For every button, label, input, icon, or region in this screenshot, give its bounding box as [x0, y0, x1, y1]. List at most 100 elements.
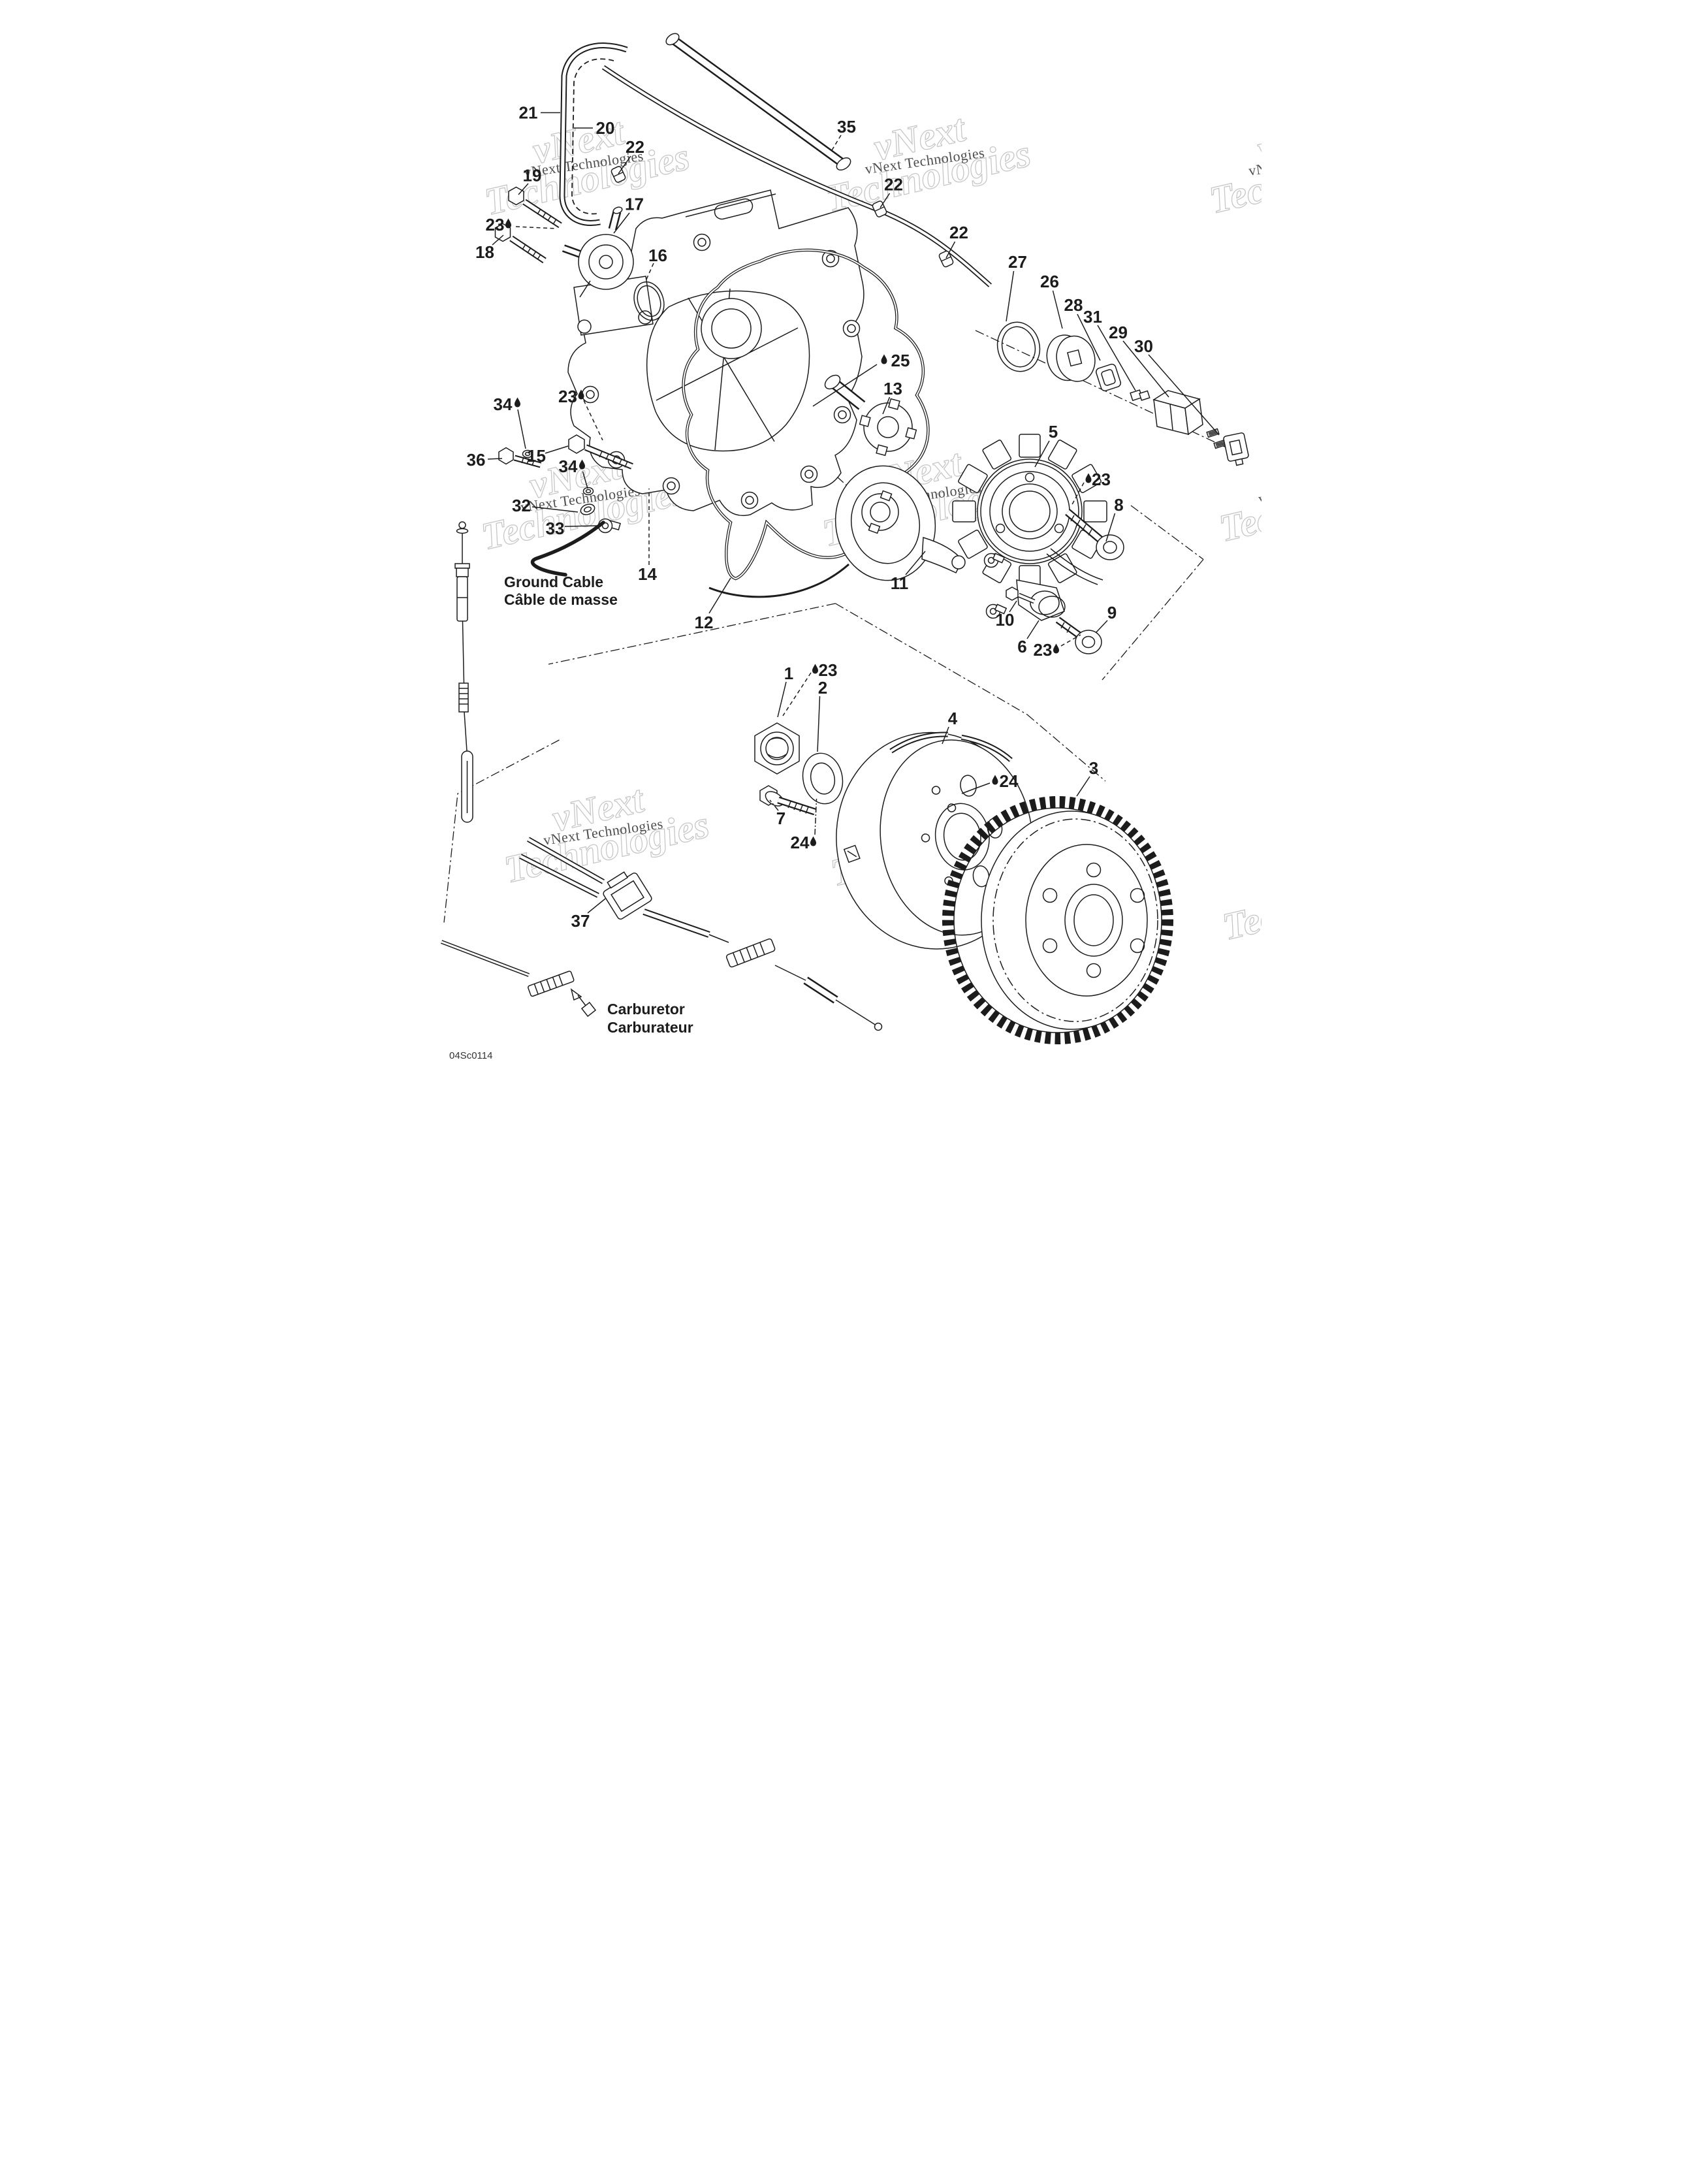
callout-31: 31 — [1083, 307, 1136, 391]
callout-leader — [1034, 440, 1050, 468]
callout-9: 9 — [1096, 603, 1117, 633]
gasket — [682, 248, 930, 581]
pin-31 — [1130, 389, 1150, 402]
callout-leader — [769, 799, 779, 811]
callout-number: 24 — [791, 833, 810, 852]
callout-6: 6 — [1017, 620, 1039, 656]
nut-1 — [754, 722, 800, 775]
callout-number: 37 — [571, 911, 590, 931]
oil-drop-icon — [505, 218, 511, 229]
pickup-coil-6 — [983, 553, 1066, 621]
callout-leader — [1076, 776, 1090, 797]
crankcase-bolt-bosses — [581, 233, 861, 509]
callout-leader — [583, 400, 603, 441]
bolt-10 — [1006, 586, 1036, 604]
callout-number: 22 — [949, 223, 968, 242]
callout-leader — [492, 234, 504, 246]
callout-2: 2 — [817, 678, 827, 752]
callout-number: 10 — [996, 610, 1015, 630]
callout-number: 19 — [523, 166, 542, 185]
callout-25: 25 — [812, 351, 910, 407]
callout-number: 14 — [638, 564, 657, 584]
callout-leader — [487, 458, 503, 460]
callout-layer: 2120221923181716352222272628312930251352… — [467, 103, 1220, 931]
callout-leader — [1077, 313, 1101, 361]
callout-leader — [518, 183, 529, 195]
callout-8: 8 — [1105, 495, 1124, 542]
svg-text:vNext Technologies: vNext Technologies — [1258, 474, 1262, 507]
callout-23-d: 23 — [782, 660, 838, 716]
callout-leader — [1026, 620, 1039, 639]
stator-5 — [952, 434, 1107, 589]
ground-cable-wire — [530, 521, 605, 577]
callout-number: 25 — [891, 351, 910, 370]
callout-leader — [942, 726, 949, 745]
callout-number: 5 — [1049, 422, 1058, 442]
lock-washer-13 — [859, 398, 917, 457]
oil-drop-icon — [881, 354, 887, 364]
callout-leader — [587, 898, 606, 914]
callout-33: 33 — [546, 519, 597, 538]
callout-leader — [1070, 482, 1085, 507]
callout-number: 13 — [883, 379, 902, 398]
callout-30: 30 — [1134, 336, 1220, 436]
callout-3: 3 — [1076, 758, 1098, 797]
callout-leader — [1006, 270, 1015, 322]
callout-leader — [817, 696, 821, 752]
callout-27: 27 — [1006, 252, 1027, 322]
oil-drop-icon — [515, 397, 520, 408]
callout-number: 18 — [475, 242, 494, 262]
callout-19: 19 — [518, 166, 541, 195]
callout-number: 6 — [1017, 637, 1026, 656]
seal-28 — [1096, 363, 1121, 392]
callout-number: 35 — [837, 117, 856, 136]
callout-number: 36 — [467, 450, 486, 470]
callout-number: 29 — [1109, 323, 1128, 342]
washer-2 — [802, 752, 844, 805]
callout-number: 7 — [776, 809, 785, 828]
flywheel-key — [843, 844, 861, 863]
svg-text:vNext Technologies: vNext Technologies — [1261, 873, 1262, 905]
bolt-19 — [508, 186, 562, 229]
callout-leader — [618, 155, 631, 174]
callout-number: 8 — [1114, 495, 1123, 515]
oil-drop-icon — [1085, 473, 1092, 483]
callout-34-a: 34 — [494, 394, 526, 449]
callout-leader — [613, 212, 630, 234]
callout-number: 22 — [626, 137, 644, 157]
washer-34a — [522, 449, 533, 458]
callout-number: 24 — [1000, 771, 1019, 791]
callout-leader — [812, 364, 878, 407]
washer-34b — [582, 487, 594, 496]
callout-leader — [782, 672, 812, 716]
carb-cables-37 — [440, 837, 883, 1031]
connector-30 — [1206, 428, 1249, 466]
ground-cable-label-en: Ground Cable — [504, 573, 603, 590]
callout-number: 15 — [527, 446, 546, 466]
callout-5: 5 — [1034, 422, 1058, 468]
connector-29 — [1152, 390, 1203, 436]
callout-14: 14 — [638, 489, 657, 584]
callout-number: 17 — [625, 195, 644, 214]
callout-10: 10 — [996, 600, 1017, 630]
callout-24-b: 24 — [791, 798, 817, 852]
crankshaft-end — [824, 374, 866, 410]
callout-number: 21 — [519, 103, 538, 123]
callout-16: 16 — [645, 246, 667, 281]
callout-24-a: 24 — [961, 771, 1019, 794]
crankcase-cover — [567, 189, 865, 516]
callout-number: 4 — [948, 709, 958, 728]
callout-leader — [1122, 340, 1169, 398]
callout-number: 23 — [819, 660, 838, 680]
tube-35 — [665, 33, 851, 171]
callout-number: 9 — [1107, 603, 1117, 622]
carburetor-label-fr: Carburateur — [607, 1019, 693, 1036]
callout-23-e: 23 — [558, 387, 603, 441]
callout-22-c: 22 — [945, 223, 968, 259]
callout-number: 30 — [1134, 336, 1153, 356]
callout-leader — [961, 782, 991, 794]
callout-leader — [1052, 290, 1063, 329]
callout-32: 32 — [512, 496, 579, 515]
